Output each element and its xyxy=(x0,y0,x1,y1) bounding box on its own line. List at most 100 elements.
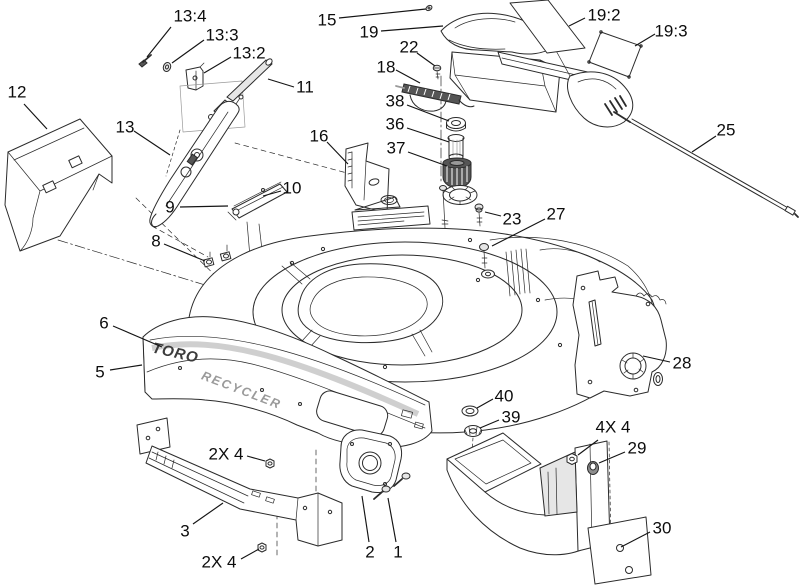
callout-6: 6 xyxy=(99,314,108,333)
leader-19 xyxy=(380,25,444,32)
leader-39 xyxy=(479,419,500,429)
leader-18 xyxy=(395,69,421,84)
callout-1: 1 xyxy=(393,543,402,562)
leader-22 xyxy=(416,52,436,67)
callout-28: 28 xyxy=(673,354,692,373)
callout-16: 16 xyxy=(310,127,329,146)
part-8-clips xyxy=(202,244,232,268)
leader-27 xyxy=(491,218,546,247)
part-12-rear-shield xyxy=(4,118,113,252)
part-axle-bolt xyxy=(439,185,449,229)
leader-16 xyxy=(326,141,349,165)
callout-13-3: 13:3 xyxy=(205,26,238,45)
nut-2x4-lower xyxy=(257,542,267,553)
leader-28 xyxy=(642,355,671,363)
leader-37 xyxy=(407,151,448,167)
part-9-10-bracket xyxy=(227,181,288,260)
leader-19-2 xyxy=(568,17,586,27)
callout-2: 2 xyxy=(365,543,374,562)
part-25-rod xyxy=(613,111,799,218)
callout-37: 37 xyxy=(387,139,406,158)
leader-25 xyxy=(691,135,717,153)
part-30-discharge-chute xyxy=(446,432,652,585)
leader-6 xyxy=(112,325,163,348)
part-19-3-decal xyxy=(587,30,643,79)
callout-5: 5 xyxy=(95,363,104,382)
callout-13: 13 xyxy=(116,118,135,137)
callout-36: 36 xyxy=(386,115,405,134)
part-36-spacer xyxy=(447,134,465,161)
leader-40 xyxy=(476,398,494,409)
part-13-3-washer xyxy=(162,62,172,72)
callout-38: 38 xyxy=(386,92,405,111)
part-19-2-decal xyxy=(509,0,586,54)
leader-10 xyxy=(262,190,282,197)
callout-12: 12 xyxy=(8,83,27,102)
callout-25: 25 xyxy=(717,121,736,140)
callout-4x4: 4X 4 xyxy=(596,418,631,437)
part-13-lever-assembly xyxy=(149,94,244,229)
callout-19-3: 19:3 xyxy=(654,22,687,41)
leader-30 xyxy=(620,531,651,548)
callout-40: 40 xyxy=(495,387,514,406)
part-5-front-cover: TORO RECYCLER xyxy=(142,316,433,448)
leader-13 xyxy=(133,130,171,156)
callout-15: 15 xyxy=(318,11,337,30)
part-13-4-screw xyxy=(138,54,152,68)
leader-13-4 xyxy=(146,26,172,58)
callout-2x4-upper: 2X 4 xyxy=(209,445,244,464)
callout-22: 22 xyxy=(400,38,419,57)
callout-8: 8 xyxy=(151,232,160,251)
part-2-side-plate xyxy=(339,429,403,493)
leader-13-3 xyxy=(171,39,205,64)
part-37-knob xyxy=(442,157,472,189)
leader-5 xyxy=(109,364,143,371)
leader-12 xyxy=(23,103,48,130)
callout-2x4-lower: 2X 4 xyxy=(202,553,237,572)
nut-4x4 xyxy=(566,453,578,465)
callout-39: 39 xyxy=(502,408,521,427)
callout-3: 3 xyxy=(180,522,189,541)
callout-27: 27 xyxy=(547,205,566,224)
leader-4x4 xyxy=(577,439,599,456)
part-22-screw xyxy=(432,64,442,80)
part-40-washer xyxy=(461,405,479,417)
leader-23 xyxy=(484,211,502,217)
leader-36 xyxy=(406,127,450,143)
leader-1 xyxy=(387,497,397,543)
leader-2 xyxy=(361,495,370,543)
nut-2x4-upper xyxy=(265,458,275,469)
callout-23: 23 xyxy=(503,210,522,229)
callouts-layer: 13:413:313:211151919:219:322183836371213… xyxy=(8,6,736,572)
part-38-cup-washer xyxy=(446,117,466,132)
leader-2x4-lower xyxy=(240,548,260,560)
part-1-bolts xyxy=(373,472,411,500)
part-39-nut xyxy=(464,425,482,437)
part-seal-ring xyxy=(442,185,478,205)
leader-15 xyxy=(338,8,427,19)
leader-11 xyxy=(267,78,295,88)
callout-9: 9 xyxy=(165,198,174,217)
leader-13-2 xyxy=(203,56,232,74)
leader-3 xyxy=(192,502,224,525)
callout-19-2: 19:2 xyxy=(587,6,620,25)
callout-10: 10 xyxy=(283,179,302,198)
leader-9 xyxy=(179,205,229,208)
callout-19: 19 xyxy=(360,23,379,42)
callout-11: 11 xyxy=(296,78,314,97)
part-27-bolt xyxy=(479,243,495,279)
part-28-adjuster-plate xyxy=(572,270,667,399)
callout-13-4: 13:4 xyxy=(173,7,206,26)
part-15-grommet xyxy=(425,4,433,12)
leader-2x4-upper xyxy=(246,455,266,462)
callout-30: 30 xyxy=(653,519,672,538)
leader-8 xyxy=(163,243,206,262)
part-23-bolt xyxy=(474,203,484,227)
part-18-latch-bar xyxy=(395,83,475,112)
callout-29: 29 xyxy=(628,439,647,458)
leader-19-3 xyxy=(634,33,656,47)
part-3-support-channel xyxy=(136,417,343,547)
part-16-bracket xyxy=(344,142,390,214)
